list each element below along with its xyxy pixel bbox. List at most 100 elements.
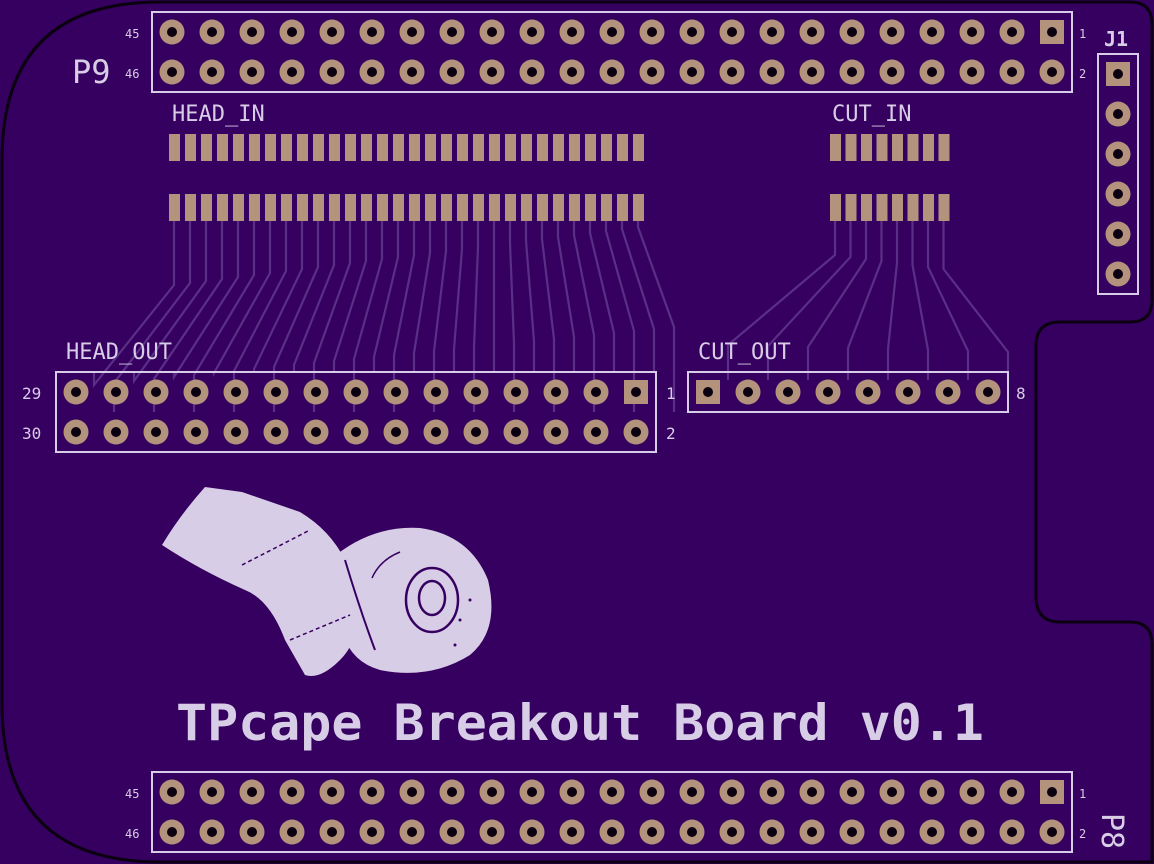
- p8-pin: [399, 819, 425, 845]
- head-in-pad: [361, 134, 372, 161]
- p8-pin: [919, 819, 945, 845]
- j1-pin: [1106, 62, 1130, 86]
- head-in-pad: [249, 194, 260, 221]
- trace: [252, 221, 304, 372]
- p8-pin-2-label: 2: [1079, 827, 1086, 841]
- head-out-pin: [543, 379, 569, 405]
- head-in-pad: [617, 134, 628, 161]
- head-out-pin: [623, 419, 649, 445]
- head-in-pad: [457, 134, 468, 161]
- head-in-pad: [489, 134, 500, 161]
- head-out-pin: [183, 419, 209, 445]
- trace: [911, 221, 930, 380]
- p8-pin: [919, 779, 945, 805]
- trace: [942, 221, 1010, 380]
- head-in-pad: [473, 134, 484, 161]
- p9-pin: [159, 19, 185, 45]
- cut-in-pads: [830, 134, 950, 221]
- head-out-pin: [383, 419, 409, 445]
- cut-in-pad: [830, 134, 841, 161]
- cut-out-pins: [696, 379, 1001, 405]
- p8-pin: [799, 819, 825, 845]
- head-out-pin: [463, 419, 489, 445]
- p9-pin: [159, 59, 185, 85]
- head-in-pad: [249, 134, 260, 161]
- p9-pin: [799, 19, 825, 45]
- head-out-pin: [463, 379, 489, 405]
- head-out-pin: [423, 379, 449, 405]
- p8-pin: [719, 819, 745, 845]
- head-out-pin: [103, 419, 129, 445]
- trace: [292, 221, 336, 372]
- p9-pin: [279, 59, 305, 85]
- p9-pin: [1040, 20, 1064, 44]
- j1-pin: [1105, 101, 1131, 127]
- trace: [636, 221, 676, 412]
- head-out-pin-30-label: 30: [22, 424, 41, 443]
- p9-pin: [959, 59, 985, 85]
- head-in-pad: [265, 134, 276, 161]
- p9-pin: [399, 19, 425, 45]
- head-in-pad: [329, 194, 340, 221]
- p9-pin: [439, 59, 465, 85]
- p8-pin: [519, 819, 545, 845]
- head-in-pad: [393, 194, 404, 221]
- head-in-pad: [233, 134, 244, 161]
- p8-pin-45-label: 45: [125, 787, 139, 801]
- head-in-pad: [601, 194, 612, 221]
- trace: [886, 221, 899, 380]
- p9-pin: [599, 19, 625, 45]
- p8-pin: [399, 779, 425, 805]
- head-out-pin: [263, 379, 289, 405]
- p9-pin-2-label: 2: [1079, 67, 1086, 81]
- p9-pin: [319, 19, 345, 45]
- trace: [508, 221, 516, 412]
- head-out-pin: [583, 419, 609, 445]
- head-in-pad: [185, 194, 196, 221]
- p8-pin: [519, 779, 545, 805]
- p9-pin: [639, 19, 665, 45]
- j1-pin: [1105, 261, 1131, 287]
- p8-pin: [599, 819, 625, 845]
- cut-in-pad: [938, 134, 950, 161]
- p9-pin: [479, 19, 505, 45]
- head-out-pin: [303, 379, 329, 405]
- p8-pin: [559, 819, 585, 845]
- cut-out-pin: [696, 380, 720, 404]
- head-out-outline: [55, 371, 657, 453]
- head-in-pad: [345, 194, 356, 221]
- cut-in-pad: [938, 194, 950, 221]
- head-in-pad: [313, 194, 324, 221]
- p9-pin: [919, 59, 945, 85]
- p9-outline: [151, 11, 1073, 93]
- cut-in-label: CUT_IN: [832, 102, 911, 127]
- cut-in-pad: [830, 194, 841, 221]
- head-in-pad: [393, 134, 404, 161]
- p8-pin: [479, 779, 505, 805]
- head-in-pad: [361, 194, 372, 221]
- p8-outline: [151, 771, 1073, 853]
- j1-outline: [1097, 53, 1139, 295]
- trace: [412, 221, 432, 372]
- p9-pin: [839, 59, 865, 85]
- p9-pin: [479, 59, 505, 85]
- p9-pin: [679, 19, 705, 45]
- p9-pin: [439, 19, 465, 45]
- head-out-pin: [343, 379, 369, 405]
- p8-pin: [319, 779, 345, 805]
- p8-pin: [279, 819, 305, 845]
- p8-pin: [799, 779, 825, 805]
- p8-pin: [199, 819, 225, 845]
- head-in-pad: [409, 134, 420, 161]
- head-out-pin: [63, 379, 89, 405]
- head-out-pin-29-label: 29: [22, 384, 41, 403]
- cut-in-pad: [923, 194, 934, 221]
- p8-pin: [959, 779, 985, 805]
- head-in-pad: [201, 134, 212, 161]
- head-in-pad: [377, 194, 388, 221]
- cut-in-pad: [876, 134, 888, 161]
- j1-pins: [1105, 62, 1131, 287]
- p8-pin: [159, 819, 185, 845]
- trace: [572, 221, 596, 412]
- p9-pin: [879, 59, 905, 85]
